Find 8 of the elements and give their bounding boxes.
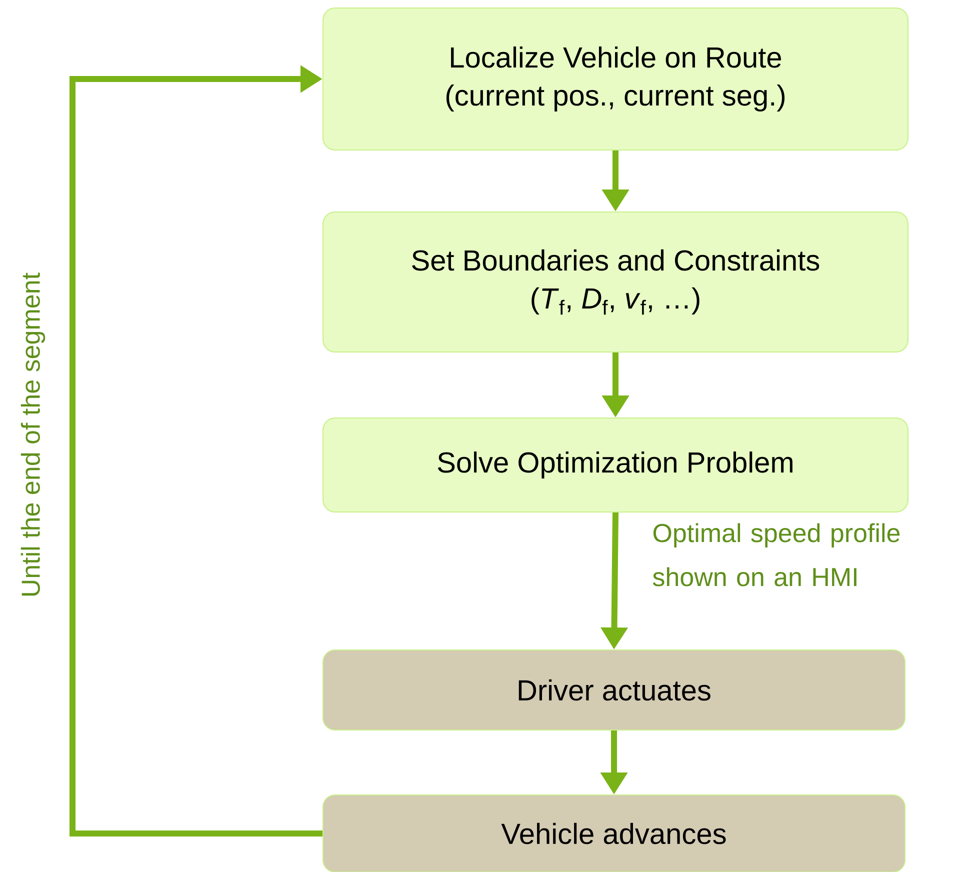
process-box: Vehicle advances bbox=[322, 794, 906, 872]
edge-label: Optimal speed profile shown on an HMI bbox=[652, 523, 900, 586]
arrow bbox=[70, 65, 322, 836]
process-box: Set Boundaries and Constraints (T$_{f}$, D$_{f}$, v$_{f}$, …) bbox=[322, 212, 909, 352]
edge-label: Until the end of the segment bbox=[20, 272, 46, 596]
process-box: Localize Vehicle on Route (current pos., current seg.) bbox=[322, 8, 909, 150]
process-box: Solve Optimization Problem bbox=[322, 418, 909, 512]
process-box: Driver actuates bbox=[322, 650, 906, 730]
